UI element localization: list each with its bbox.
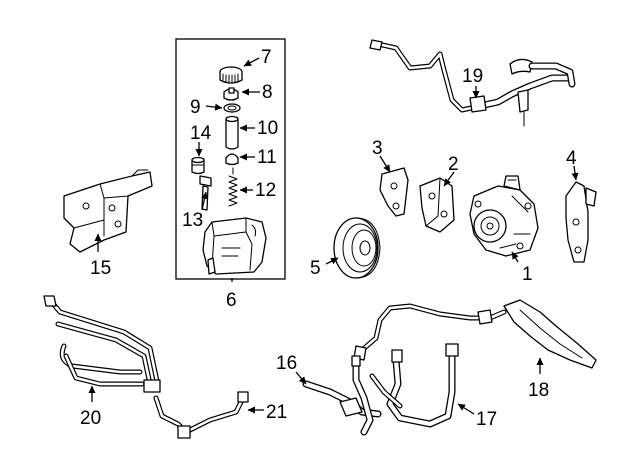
- reservoir-cap[interactable]: [219, 66, 243, 84]
- leader-9: [205, 103, 223, 111]
- callout-15: 15: [90, 258, 111, 279]
- leader-3: [379, 155, 391, 173]
- leader-16: [295, 371, 307, 385]
- leader-5: [325, 257, 339, 265]
- callout-18: 18: [528, 380, 549, 401]
- callout-2: 2: [448, 154, 459, 175]
- power-steering-cooler[interactable]: [43, 295, 161, 393]
- callout-9: 9: [190, 97, 201, 118]
- cap-insert[interactable]: [223, 87, 239, 101]
- return-line[interactable]: [369, 343, 459, 428]
- callout-8: 8: [262, 82, 273, 103]
- heat-shield[interactable]: [63, 169, 153, 253]
- leader-lines: [88, 57, 579, 415]
- callout-7: 7: [261, 47, 272, 68]
- callout-10: 10: [257, 118, 278, 139]
- callout-16: 16: [276, 353, 297, 374]
- callout-labels: 7 8 9 10 11 12 14 13 6 15 19 3 2 4 1 5 1…: [80, 47, 577, 430]
- pump-bracket[interactable]: [419, 177, 455, 233]
- callout-21: 21: [266, 402, 287, 423]
- callout-19: 19: [462, 66, 483, 87]
- callout-12: 12: [255, 180, 276, 201]
- power-steering-reservoir[interactable]: [202, 217, 267, 275]
- pressure-line-right[interactable]: [353, 299, 597, 369]
- callout-1: 1: [522, 264, 533, 285]
- leader-13: [201, 191, 208, 211]
- callout-11: 11: [257, 147, 277, 168]
- callout-3: 3: [372, 138, 383, 159]
- callout-6: 6: [226, 290, 237, 311]
- pressure-hose-upper[interactable]: [369, 39, 576, 127]
- callout-14: 14: [190, 123, 212, 144]
- leader-7: [243, 57, 260, 67]
- return-hose-left[interactable]: [302, 355, 382, 436]
- callout-13: 13: [182, 210, 203, 231]
- o-ring[interactable]: [223, 103, 241, 113]
- pump-bracket-left[interactable]: [379, 167, 409, 217]
- leader-2: [443, 171, 455, 187]
- callout-17: 17: [476, 409, 497, 430]
- callout-4: 4: [566, 148, 577, 169]
- cooler-hose[interactable]: [153, 391, 249, 439]
- pump-pulley[interactable]: [333, 217, 381, 279]
- leader-17: [457, 403, 475, 415]
- leader-1: [511, 251, 519, 263]
- reservoir-kit-box: [175, 38, 286, 280]
- power-steering-pump[interactable]: [469, 175, 539, 257]
- callout-5: 5: [310, 258, 321, 279]
- spring-seat[interactable]: [225, 153, 239, 166]
- reservoir-spring[interactable]: [228, 167, 238, 207]
- pump-bracket-right[interactable]: [565, 181, 597, 263]
- reservoir-filter[interactable]: [225, 115, 239, 150]
- reservoir-plug[interactable]: [191, 156, 205, 175]
- leader-4: [571, 165, 579, 181]
- callout-20: 20: [80, 408, 101, 429]
